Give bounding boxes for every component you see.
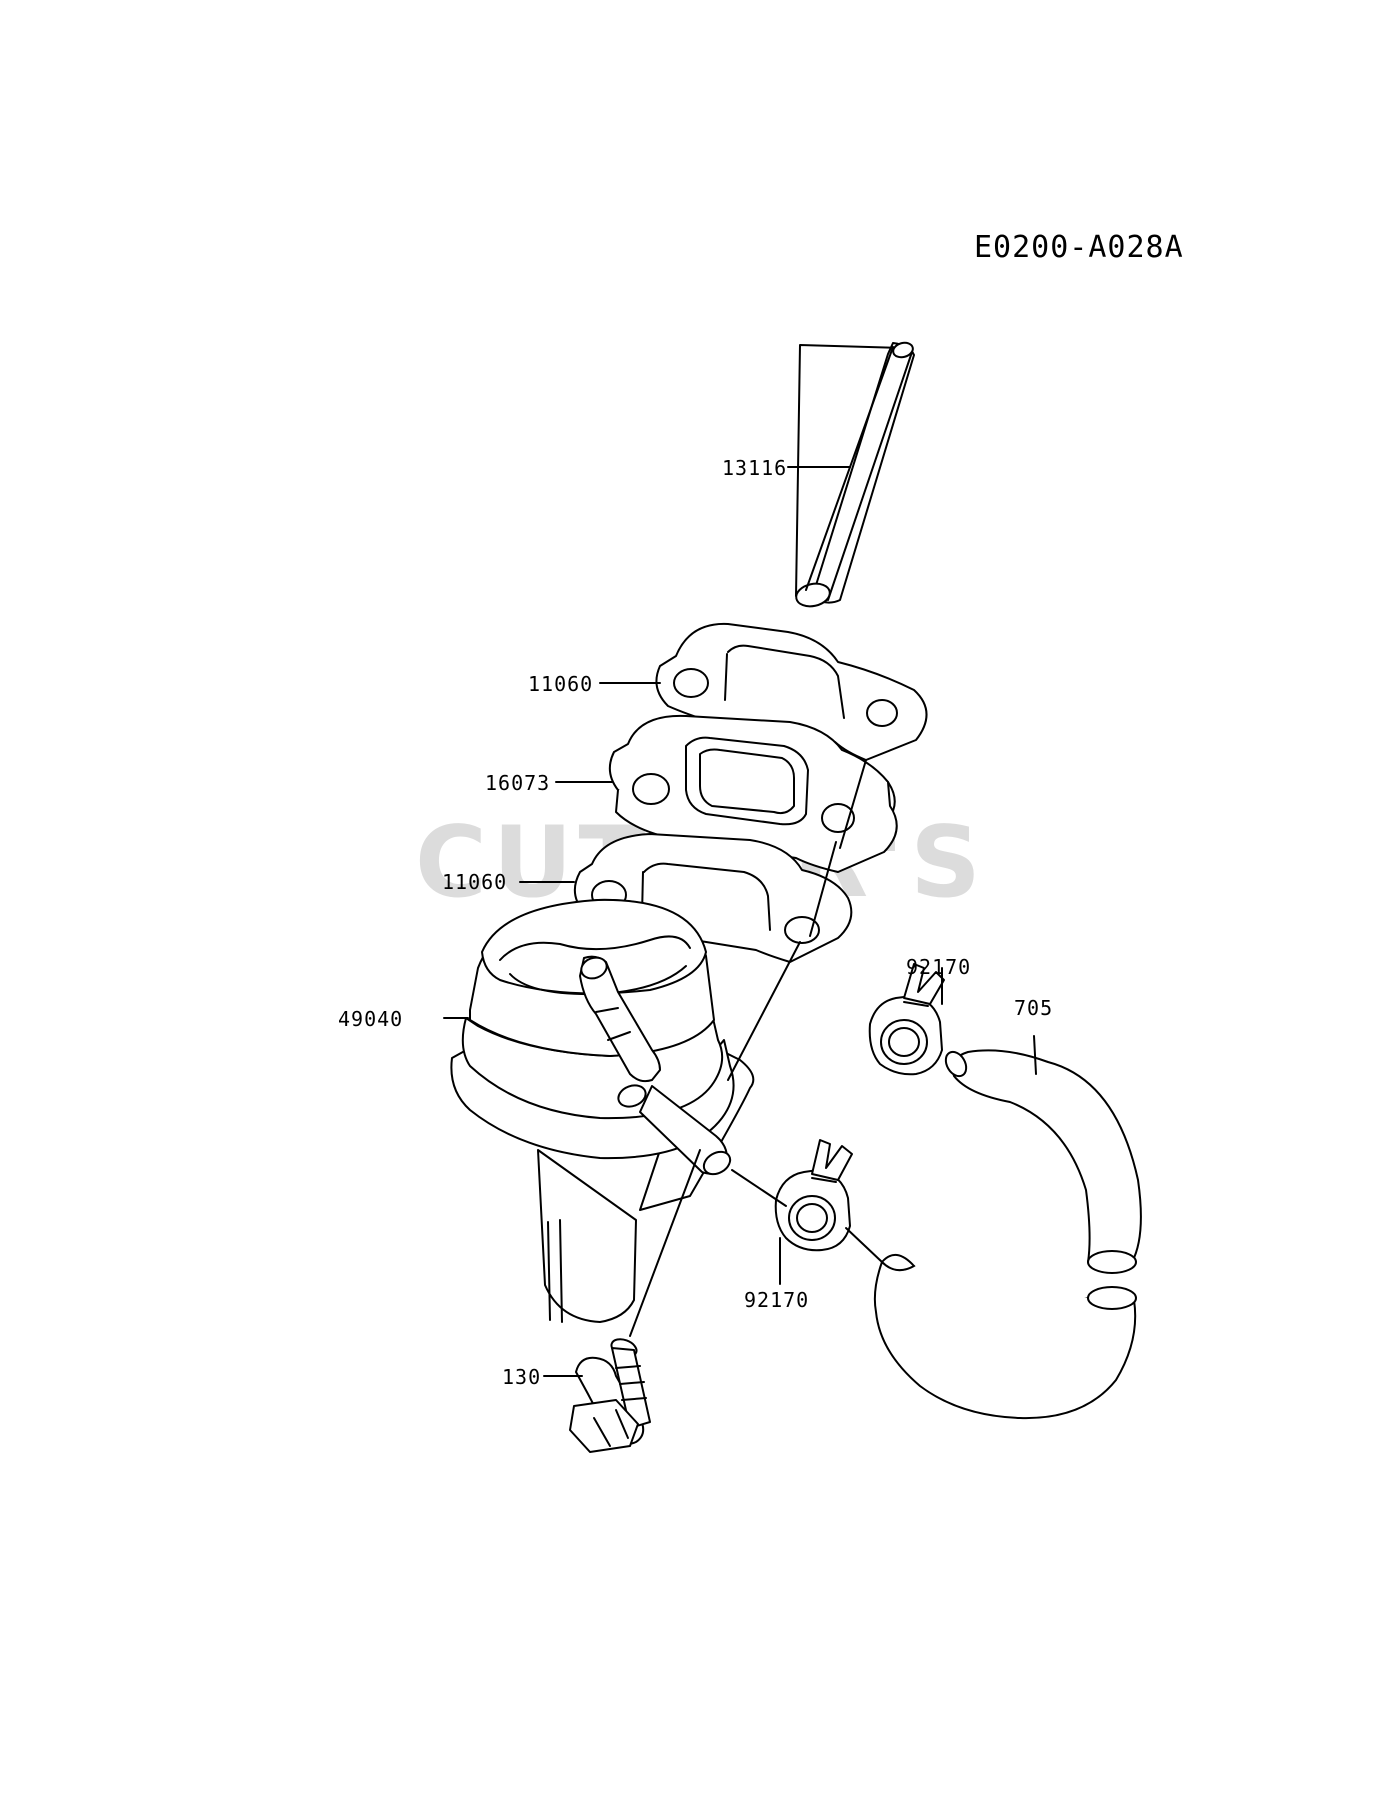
clamp-upper-part: [870, 964, 944, 1074]
leader-lines: [444, 467, 1036, 1376]
callout-clamp-lower: 92170: [744, 1288, 810, 1312]
callout-gasket-top: 11060: [528, 672, 594, 696]
callout-insulator: 16073: [485, 771, 551, 795]
bolt-part: [570, 1336, 650, 1452]
callout-pipe: 13116: [722, 456, 788, 480]
insulator-part: [610, 716, 897, 872]
callout-clamp-upper: 92170: [906, 955, 972, 979]
diagram-id: E0200-A028A: [974, 230, 1184, 265]
callout-bolt: 130: [502, 1365, 542, 1389]
clamp-lower-part: [776, 1140, 852, 1250]
fuel-pump-part: [451, 900, 753, 1322]
callout-gasket-bottom: 11060: [442, 870, 508, 894]
hose-part: [875, 1048, 1141, 1418]
gasket-top-part: [656, 624, 926, 760]
pipe-part: [794, 341, 914, 610]
callout-fuel-pump: 49040: [338, 1007, 404, 1031]
callout-hose: 705: [1014, 996, 1054, 1020]
